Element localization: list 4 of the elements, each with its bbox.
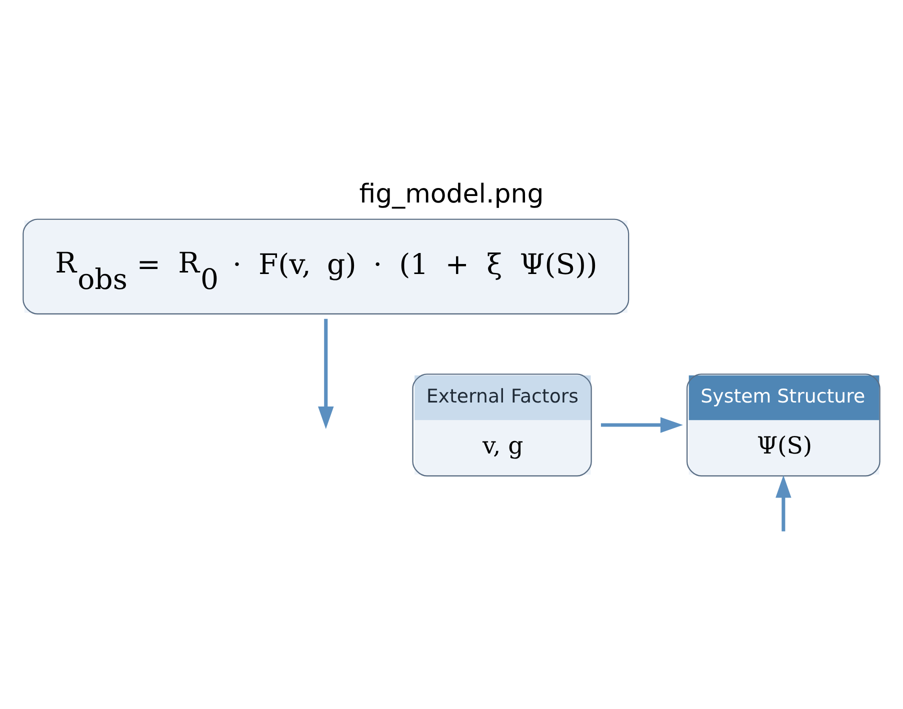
diagram-title: fig_model.png xyxy=(359,179,544,210)
arrow xyxy=(600,417,683,433)
arrow xyxy=(776,475,792,532)
arrow xyxy=(318,318,334,430)
